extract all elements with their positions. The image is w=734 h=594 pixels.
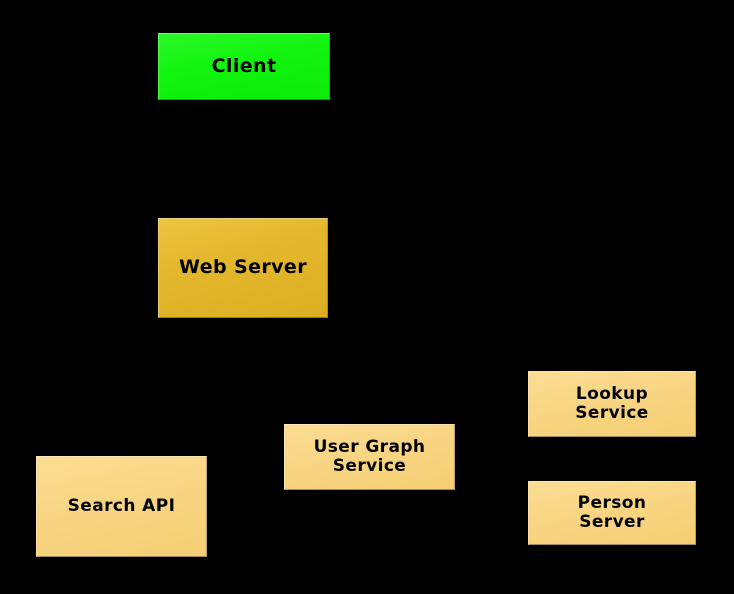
node-search-api-label: Search API xyxy=(67,495,176,516)
node-web-server-label: Web Server xyxy=(179,256,307,279)
node-search-api[interactable]: Search API xyxy=(36,456,207,557)
node-web-server[interactable]: Web Server xyxy=(158,218,328,318)
node-person-server-label: Person Server xyxy=(577,492,647,532)
node-user-graph-service[interactable]: User Graph Service xyxy=(284,424,455,490)
node-client-label: Client xyxy=(211,54,277,77)
node-lookup-service-label: Lookup Service xyxy=(575,383,649,423)
node-lookup-service[interactable]: Lookup Service xyxy=(528,371,696,437)
node-person-server[interactable]: Person Server xyxy=(528,481,696,545)
node-user-graph-service-label: User Graph Service xyxy=(313,436,426,476)
node-client[interactable]: Client xyxy=(158,33,330,100)
